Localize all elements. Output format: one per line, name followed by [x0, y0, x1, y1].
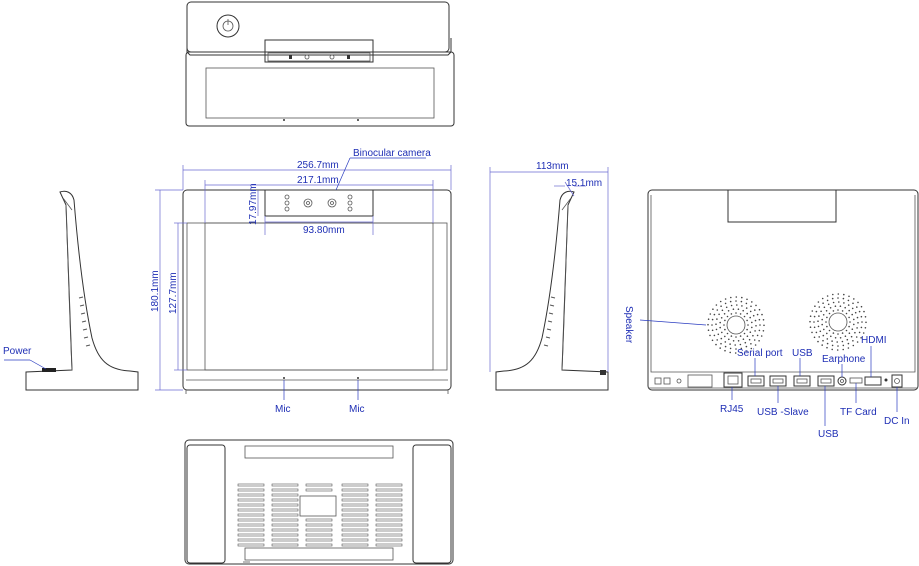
mic-left-label: Mic [275, 404, 291, 415]
left-side-view: Power [3, 190, 139, 391]
speaker-grille-side [78, 296, 91, 347]
usb-bottom-label: USB [818, 429, 839, 440]
speaker-label: Speaker [623, 306, 634, 344]
dim-overall-width: 256.7mm [297, 160, 339, 171]
dim-depth: 113mm [536, 161, 569, 172]
tf-card-label: TF Card [840, 407, 877, 418]
dim-screen-width: 217.1mm [297, 175, 339, 186]
front-view: Mic Mic 256.7mm 217.1mm 17.97mm 93.80mm … [150, 148, 452, 415]
top-view [185, 1, 455, 127]
speaker-grille-left [707, 296, 765, 354]
back-view: Speaker Serial port USB Earphone HDMI RJ… [623, 189, 919, 440]
binocular-camera-label: Binocular camera [353, 148, 431, 159]
bottom-view [184, 439, 454, 565]
hdmi-label: HDMI [861, 335, 887, 346]
right-side-view: 113mm 15.1mm [489, 161, 609, 391]
rear-ports [654, 372, 903, 388]
dim-camera-width: 93.80mm [303, 225, 345, 236]
binocular-camera-module [284, 194, 353, 212]
earphone-label: Earphone [822, 354, 866, 365]
dim-camera-height: 17.97mm [248, 183, 259, 225]
dc-in-label: DC In [884, 416, 910, 427]
dim-thickness: 15.1mm [566, 178, 602, 189]
serial-port-label: Serial port [737, 348, 783, 359]
power-label: Power [3, 346, 32, 357]
usb-slave-label: USB -Slave [757, 407, 809, 418]
mic-right-label: Mic [349, 404, 365, 415]
power-icon [216, 14, 240, 38]
speaker-grille-right [809, 293, 867, 351]
speaker-grille-side-right [543, 296, 556, 347]
dim-screen-height: 127.7mm [168, 272, 179, 314]
dim-overall-height: 180.1mm [150, 270, 161, 312]
rj45-label: RJ45 [720, 404, 744, 415]
usb-top-label: USB [792, 348, 813, 359]
bottom-vent-slots [237, 483, 403, 547]
